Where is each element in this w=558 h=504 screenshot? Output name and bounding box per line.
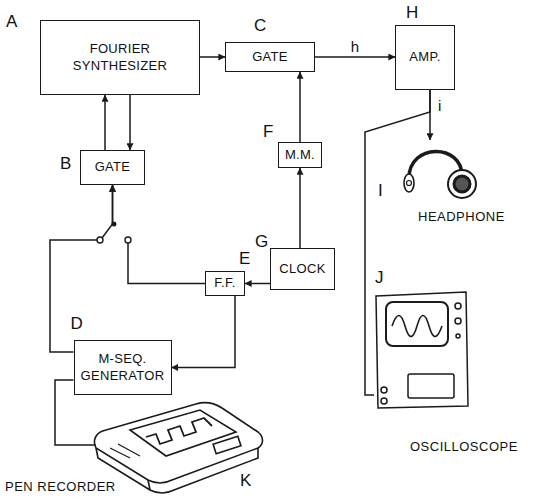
callout-letter: I <box>378 182 383 199</box>
signal-connector <box>129 95 131 150</box>
signal-connector <box>299 72 301 142</box>
box-label: F.F. <box>214 275 235 291</box>
switch-contacts <box>97 222 131 243</box>
box-label: FOURIER SYNTHESIZER <box>58 41 183 74</box>
amplifier-box: HAMP. <box>395 25 455 90</box>
signal-connector <box>200 56 225 58</box>
oscilloscope-illustration <box>376 292 468 408</box>
signal-connector <box>315 56 395 58</box>
part-name: HEADPHONE <box>418 210 505 223</box>
box-label: CLOCK <box>279 261 325 277</box>
headphone-illustration <box>404 151 476 198</box>
callout-letter: D <box>71 315 84 332</box>
box-label: GATE <box>252 49 288 65</box>
pen-recorder: KPEN RECORDER <box>88 400 263 492</box>
signal-connector <box>113 185 206 284</box>
signal-connector <box>50 185 113 352</box>
part-name: PEN RECORDER <box>5 480 116 493</box>
signal-connector <box>104 95 106 150</box>
generator-box: DM-SEQ. GENERATOR <box>74 340 172 395</box>
callout-letter: B <box>60 155 72 172</box>
oscilloscope: JOSCILLOSCOPE <box>372 290 470 410</box>
box-label: GATE <box>95 159 131 175</box>
gate-box: BGATE <box>80 150 145 185</box>
box-label: AMP. <box>409 49 440 65</box>
callout-letter: F <box>263 123 274 140</box>
pen-recorder-illustration <box>94 403 262 493</box>
box-label: M.M. <box>285 147 315 163</box>
signal-connector <box>245 283 270 285</box>
clock-box: GCLOCK <box>270 248 335 290</box>
callout-letter: E <box>239 250 251 267</box>
callout-letter: K <box>240 472 252 489</box>
flip-flop-box: EF.F. <box>205 271 245 296</box>
callout-letter: A <box>6 13 18 30</box>
gate-box: CGATE <box>225 42 315 72</box>
signal-connector <box>172 296 236 368</box>
callout-letter: C <box>254 17 267 34</box>
headphone: IHEADPHONE <box>398 140 473 202</box>
monostable-box: FM.M. <box>278 142 322 168</box>
callout-letter: H <box>406 4 419 21</box>
signal-name: i <box>436 98 443 113</box>
process-box: AFOURIER SYNTHESIZER <box>40 20 200 95</box>
callout-letter: J <box>375 269 384 286</box>
callout-letter: G <box>255 233 269 250</box>
box-label: M-SEQ. GENERATOR <box>80 351 166 384</box>
signal-name: h <box>349 39 361 54</box>
signal-connector <box>299 168 301 248</box>
part-name: OSCILLOSCOPE <box>410 440 518 453</box>
signal-connector <box>365 90 430 395</box>
